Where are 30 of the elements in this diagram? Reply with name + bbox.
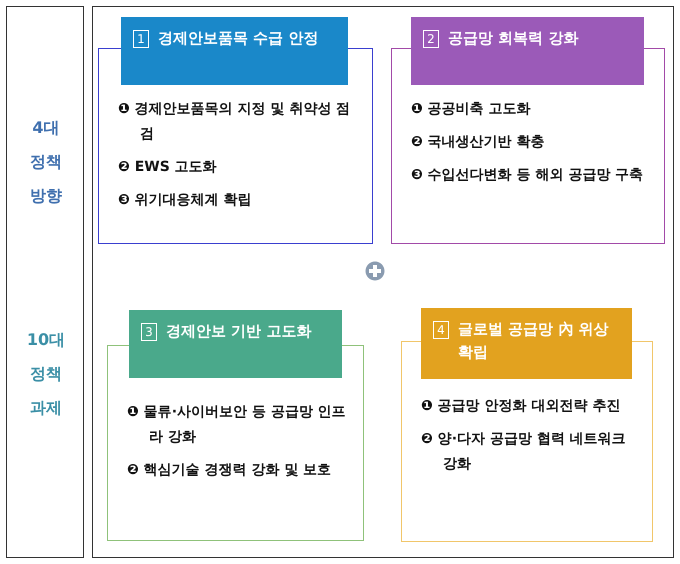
list-item: ❶ 경제안보품목의 지정 및 취약성 점검 <box>118 100 352 144</box>
category-panel <box>107 308 364 541</box>
side-heading: 10대 정책 과제 <box>26 329 66 419</box>
list-item: ❸ 위기대응체계 확립 <box>118 191 253 210</box>
header-title: 공급망 회복력 강화 <box>448 28 578 49</box>
header-title: 글로벌 공급망 內 위상 확립 <box>458 319 610 363</box>
list-item: ❶ 공공비축 고도화 <box>411 100 532 119</box>
category-header <box>411 17 644 85</box>
list-item: ❷ 핵심기술 경쟁력 강화 및 보호 <box>127 461 332 480</box>
category-header <box>129 310 342 378</box>
list-item: ❷ 국내생산기반 확충 <box>411 133 546 152</box>
number-label: 4 <box>433 321 449 339</box>
number-label: 3 <box>141 323 157 341</box>
category-panel <box>401 308 653 542</box>
number-label: 1 <box>133 30 149 48</box>
number-label: 2 <box>423 30 439 48</box>
category-panel <box>391 17 665 244</box>
list-item: ❸ 수입선다변화 등 해외 공급망 구축 <box>411 166 644 185</box>
list-item: ❶ 공급망 안정화 대외전략 추진 <box>421 397 622 416</box>
header-title: 경제안보품목 수급 안정 <box>158 28 318 49</box>
list-item: ❷ 양·다자 공급망 협력 네트워크 강화 <box>421 430 627 474</box>
header-title: 경제안보 기반 고도화 <box>166 321 312 342</box>
category-panel <box>98 17 373 244</box>
category-header <box>421 308 632 379</box>
list-item: ❶ 물류·사이버보안 등 공급망 인프라 강화 <box>127 403 347 447</box>
side-heading: 4대 정책 방향 <box>29 117 63 207</box>
side-column-box <box>6 6 84 558</box>
frame-box <box>92 6 674 558</box>
category-header <box>121 17 348 85</box>
list-item: ❷ EWS 고도화 <box>118 158 218 177</box>
